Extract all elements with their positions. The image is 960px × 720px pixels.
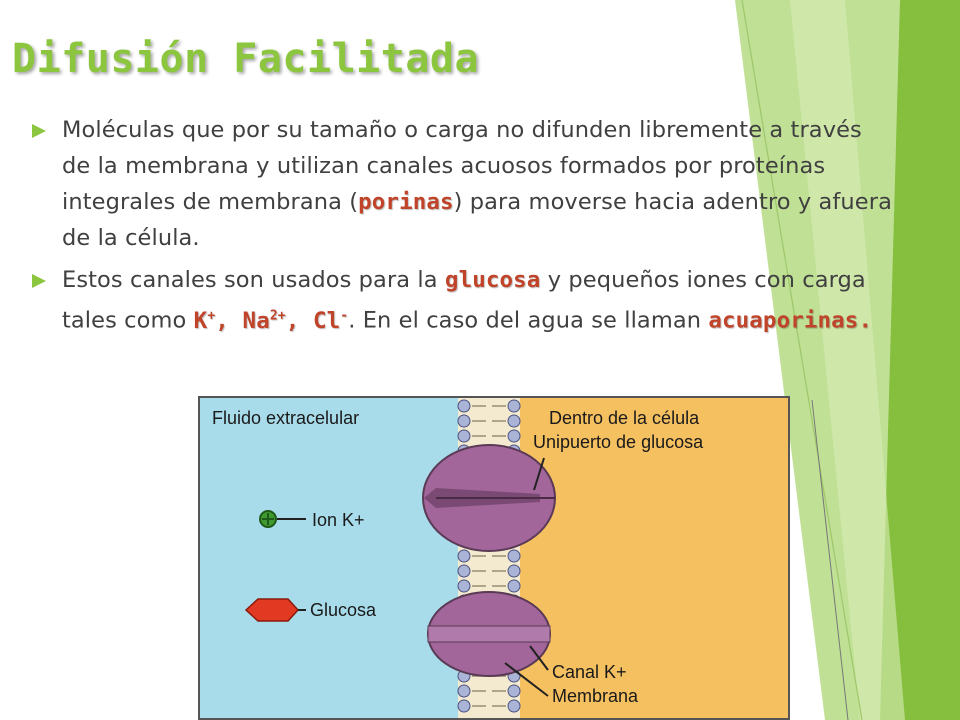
thin-line-decoration [741,0,863,720]
lipid-head [507,564,521,578]
label-extracellular: Fluido extracelular [212,408,359,428]
ion-potassium: K [193,307,208,334]
label-uniporter: Unipuerto de glucosa [533,432,704,452]
thin-line-decoration [811,399,849,720]
lipid-head [507,414,521,428]
lipid-head [457,699,471,713]
lipid-head [457,414,471,428]
intracellular-region [500,398,788,718]
ion-separator: , [285,307,313,334]
potassium-ion-icon [259,510,277,528]
lipid-head [507,579,521,593]
lipid-head [457,549,471,563]
green-band-decoration-dark [880,0,960,720]
light-band-decoration [790,0,905,720]
lipid-head [507,549,521,563]
lipid-head [457,429,471,443]
ion-separator: , [215,307,243,334]
ion-charge: - [340,308,349,323]
bullet-text: Moléculas que por su tamaño o carga no d… [62,117,862,215]
lipid-head [457,399,471,413]
ion-charge: 2+ [269,308,286,323]
bullet-text: Estos canales son usados para la [62,267,445,293]
potassium-channel-protein [427,591,551,677]
triangle-right-icon [32,124,46,138]
label-membrane: Membrana [552,686,639,706]
ion-sodium: Na [242,307,270,334]
bullet-text: ) para moverse hacia adentro y afuera de… [62,189,892,251]
lipid-head [457,579,471,593]
lipid-head [507,399,521,413]
bullet-text: y pequeños iones con carga tales como [62,267,866,334]
lipid-head [457,684,471,698]
bullet-item: Estos canales son usados para la glucosa… [32,262,892,339]
label-channel: Canal K+ [552,662,627,682]
label-glucose: Glucosa [310,600,377,620]
label-ion: Ion K+ [312,510,365,530]
uniporter-pointer-line [533,457,545,491]
lipid-head [507,699,521,713]
keyword-ions: K+, Na2+, Cl- [194,308,349,334]
keyword-porinas: porinas [358,189,454,215]
triangle-right-icon [32,274,46,288]
lipid-head [457,564,471,578]
lipid-head [507,684,521,698]
channel-pore [427,625,551,643]
membrane-pointer-line [504,662,549,697]
channel-pointer-line [529,645,549,671]
glucose-uniporter-protein [422,444,556,552]
ion-chloride: Cl [313,307,341,334]
bullet-item: Moléculas que por su tamaño o carga no d… [32,112,892,256]
membrane-diagram-svg: Fluido extracelular Dentro de la célula … [200,398,788,718]
membrane-diagram: Fluido extracelular Dentro de la célula … [198,396,790,720]
slide-title: Difusión Facilitada [12,36,480,82]
ion-charge: + [207,308,216,323]
lipid-head [507,429,521,443]
label-intracellular: Dentro de la célula [549,408,700,428]
bullet-list: Moléculas que por su tamaño o carga no d… [32,112,892,345]
glucose-molecule-icon [244,598,300,622]
keyword-glucosa: glucosa [444,267,541,293]
bullet-text: . En el caso del agua se llaman [348,307,709,334]
keyword-acuaporinas: acuaporinas. [708,307,873,334]
